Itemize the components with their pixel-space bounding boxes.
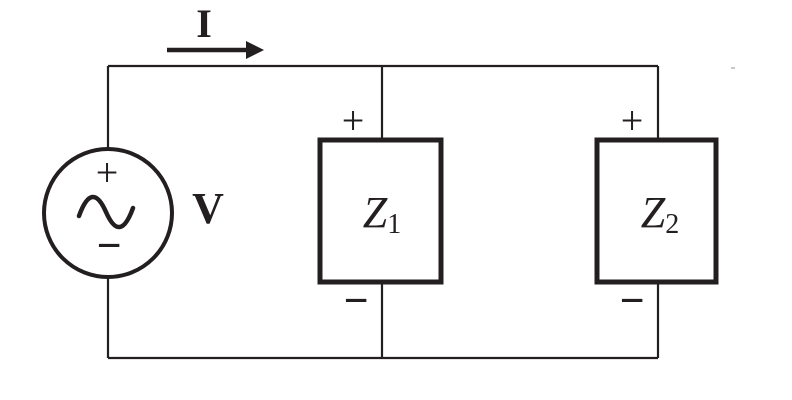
z2-minus-sign: −	[619, 276, 644, 325]
source-minus-sign: −	[96, 221, 121, 270]
impedance-z1-label: Z1	[363, 188, 401, 240]
impedance-box-z2	[594, 137, 719, 285]
current-arrow-head-icon	[246, 41, 264, 59]
z1-plus-sign: +	[342, 98, 365, 143]
sine-wave-icon	[76, 194, 136, 230]
z1-minus-sign: −	[343, 276, 368, 325]
stray-mark-artifact	[731, 67, 735, 69]
impedance-z1-base: Z	[363, 188, 388, 237]
impedance-box-z1	[317, 137, 444, 285]
source-voltage-label: V	[192, 184, 224, 233]
z2-plus-sign: +	[621, 98, 644, 143]
ac-source-circle	[42, 147, 174, 279]
impedance-z2-subscript: 2	[665, 209, 679, 240]
impedance-z2-base: Z	[641, 188, 666, 237]
current-label: I	[196, 1, 212, 46]
impedance-z2-label: Z2	[641, 188, 679, 240]
source-plus-sign: +	[96, 150, 119, 195]
impedance-z1-subscript: 1	[387, 209, 401, 240]
